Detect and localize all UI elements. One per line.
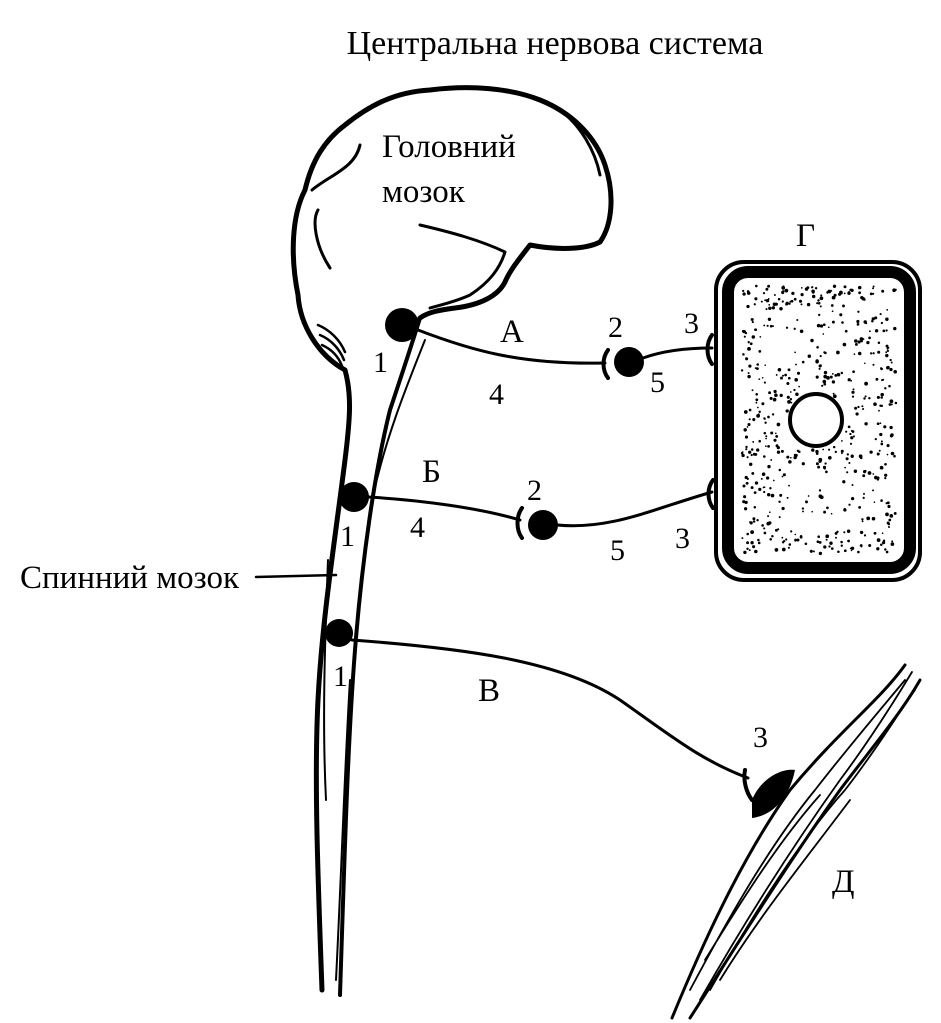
pathway-a-neuron-number: 1 [373,346,388,379]
pathway-b [339,478,715,540]
pathway-c-neuron-number: 1 [333,660,348,693]
neuron-body-a [385,308,419,342]
pathway-b-letter: Б [422,454,441,490]
neuron-body-b [339,482,369,512]
muscle-letter: Д [832,864,855,900]
brain-label-line2: мозок [382,174,466,210]
nerve-ending-c [742,768,754,802]
nerve-ending-a [705,333,714,366]
motor-fiber-c [350,638,750,780]
synapse-b [515,506,524,540]
neuron-body-c [325,619,353,647]
pathway-b-synapse-number: 2 [527,474,542,507]
synapse-a [601,348,610,380]
pathway-a-postganglionic-number: 5 [650,366,665,399]
ganglion-neuron-a [614,347,644,377]
gland-cell [714,260,922,582]
pathway-a-preganglionic-number: 4 [489,378,504,411]
spinal-cord-pointer [254,573,338,579]
pathway-c-ending-number: 3 [753,721,768,754]
diagram-title: Центральна нервова система [347,25,764,62]
brain-label-line1: Головний [382,129,516,165]
cell-nucleus [788,392,844,448]
pathway-a-synapse-number: 2 [608,311,623,344]
preganglionic-fiber-b [366,495,522,522]
preganglionic-fiber-a [416,328,607,365]
postganglionic-fiber-b [555,490,714,528]
ganglion-neuron-b [528,510,558,540]
pathway-a-ending-number: 3 [684,307,699,340]
spinal-cord-label: Спинний мозок [20,560,240,596]
pathway-a [385,308,714,380]
pathway-b-preganglionic-number: 4 [410,511,425,544]
spinal-cord [313,316,426,997]
pathway-a-letter: А [500,314,524,350]
pathway-c-letter: В [478,673,500,709]
brain [290,85,614,373]
nerve-ending-b [706,478,715,510]
muscle [670,663,922,1020]
pathway-c [325,619,754,802]
pathway-b-ending-number: 3 [675,522,690,555]
pathway-b-neuron-number: 1 [340,520,355,553]
gland-cell-letter: Г [796,218,815,254]
pathway-b-postganglionic-number: 5 [610,534,625,567]
postganglionic-fiber-a [641,346,714,360]
